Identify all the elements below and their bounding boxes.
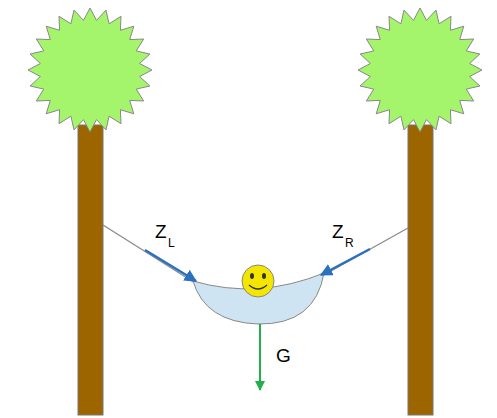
force-arrow	[321, 249, 370, 275]
tree-trunk	[78, 125, 103, 415]
rope	[103, 225, 195, 283]
tree-crown	[28, 8, 152, 132]
force-subscript: R	[345, 237, 354, 249]
tree-trunk	[408, 125, 433, 415]
tree-crown	[358, 8, 482, 132]
force-label: Z	[332, 222, 344, 241]
force-arrow	[259, 324, 261, 390]
force-label: G	[276, 346, 291, 365]
force-arrow	[145, 250, 196, 281]
force-subscript: L	[168, 237, 175, 249]
smiley	[242, 265, 274, 297]
smiley-eye	[262, 273, 266, 279]
smiley-eye	[250, 273, 254, 279]
force-label: Z	[155, 222, 167, 241]
smiley-mouth	[249, 285, 267, 289]
